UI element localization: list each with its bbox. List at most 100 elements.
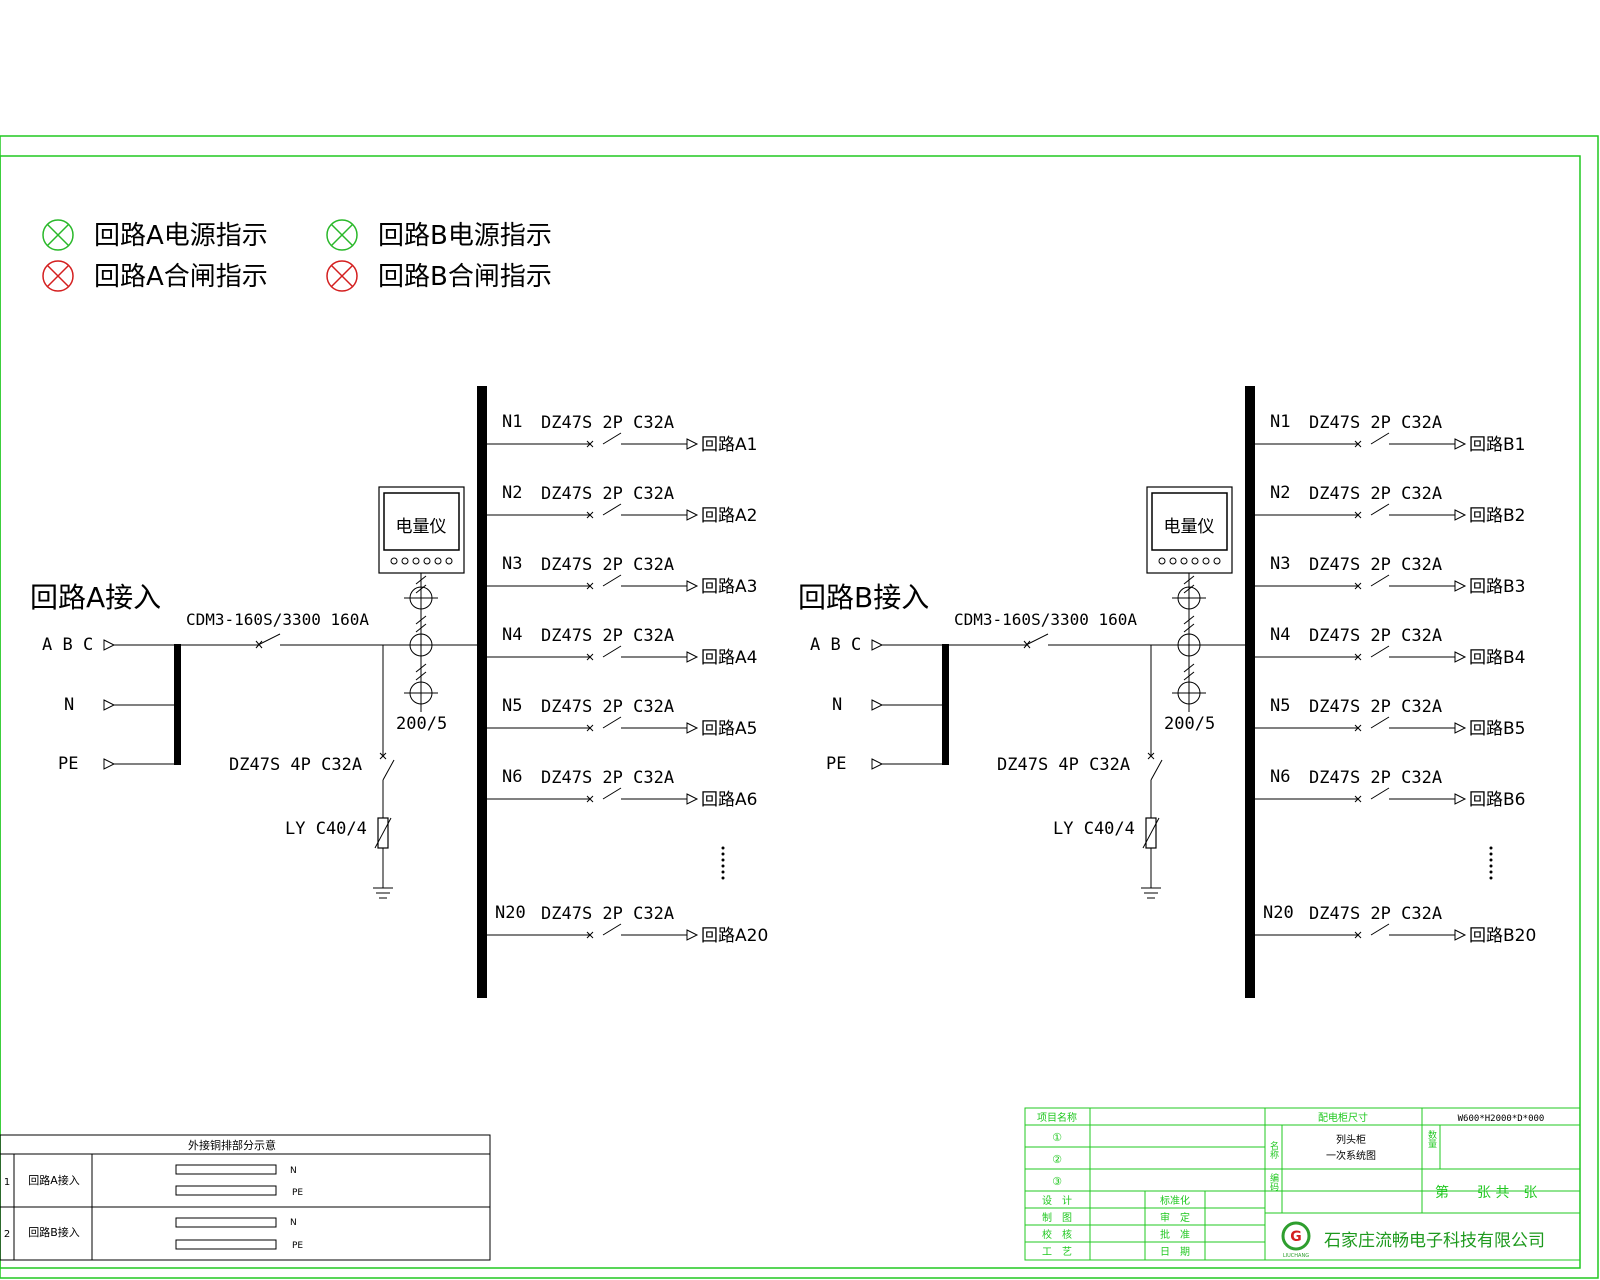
- output-terminal-icon: [1454, 929, 1467, 941]
- inner-frame: [0, 155, 1581, 1269]
- role-process: 工 艺: [1042, 1246, 1072, 1258]
- power-meter-icon: [378, 486, 465, 574]
- ct-ratio-label: 200/5: [1164, 714, 1215, 734]
- copper-row-name: 回路B接入: [28, 1226, 80, 1239]
- wire-hatch: [415, 575, 427, 585]
- branch-breaker-contact: [602, 645, 622, 658]
- ellipsis-dot: [721, 864, 725, 868]
- svg-text:G: G: [1290, 1229, 1302, 1245]
- output-terminal-icon: [1454, 651, 1467, 663]
- legend-label: 回路A合闸指示: [94, 262, 268, 292]
- output-terminal-icon: [1454, 793, 1467, 805]
- branch-breaker-label: DZ47S 2P C32A: [541, 555, 674, 575]
- branch-breaker-label: DZ47S 2P C32A: [541, 484, 674, 504]
- legend-item-b-close: 回路B合闸指示: [326, 260, 552, 292]
- legend-item-a-power: 回路A电源指示: [42, 219, 268, 251]
- branch-id: N6: [1270, 767, 1290, 787]
- output-terminal-icon: [1454, 438, 1467, 450]
- output-terminal-icon: [1454, 722, 1467, 734]
- ellipsis-dot: [1489, 870, 1493, 874]
- name-value-2: 一次系统图: [1326, 1149, 1376, 1162]
- branch-id: N3: [502, 554, 522, 574]
- sheet-count: 第 张 共 张: [1435, 1184, 1537, 1201]
- varistor-mark: [374, 817, 392, 849]
- input-busbar: [942, 644, 949, 765]
- ellipsis-dot: [1489, 864, 1493, 868]
- output-terminal-icon: [686, 793, 699, 805]
- wire-hatch: [1183, 663, 1195, 673]
- input-terminal-icon: [103, 639, 116, 651]
- role-review: 审 定: [1160, 1211, 1190, 1224]
- branch-id: N1: [1270, 412, 1290, 432]
- circuit-title: 回路B接入: [798, 581, 929, 614]
- ellipsis-dot: [721, 870, 725, 874]
- company-logo-icon: G LIUCHANG: [1281, 1221, 1311, 1259]
- name-label: 名称: [1268, 1140, 1279, 1160]
- meter-button-icon: [1202, 557, 1210, 565]
- branch-id: N4: [502, 625, 522, 645]
- branch-breaker-contact: [1370, 716, 1390, 729]
- company-name: 石家庄流畅电子科技有限公司: [1324, 1231, 1545, 1251]
- input-busbar: [174, 644, 181, 765]
- branch-output-label: 回路B3: [1469, 577, 1525, 597]
- branch-output-label: 回路B20: [1469, 926, 1536, 946]
- breaker-x-mark: [1023, 640, 1031, 649]
- indicator-lamp-icon: [42, 260, 74, 292]
- branch-breaker-contact: [1370, 923, 1390, 936]
- breaker-x-mark: [1354, 511, 1362, 519]
- project-name-label: 项目名称: [1037, 1111, 1077, 1124]
- branch-id: N20: [1263, 903, 1294, 923]
- copper-row-no: 2: [4, 1229, 10, 1240]
- phase-label: N: [64, 695, 74, 715]
- ct-ratio-label: 200/5: [396, 714, 447, 734]
- role-date: 日 期: [1160, 1246, 1190, 1258]
- outer-frame: [0, 135, 1599, 1279]
- wire-hatch: [1183, 584, 1195, 594]
- breaker-x-mark: [1354, 653, 1362, 661]
- spd-label: LY C40/4: [285, 819, 367, 839]
- meter-display: [1151, 492, 1228, 551]
- phase-label: A B C: [42, 635, 93, 655]
- breaker-x-mark: [586, 795, 594, 803]
- branch-breaker-contact: [1370, 645, 1390, 658]
- output-terminal-icon: [1454, 580, 1467, 592]
- meter-button-icon: [401, 557, 409, 565]
- meter-button-icon: [434, 557, 442, 565]
- role-approve: 批 准: [1160, 1228, 1190, 1241]
- branch-id: N2: [1270, 483, 1290, 503]
- branch-breaker-label: DZ47S 2P C32A: [1309, 413, 1442, 433]
- breaker-x-mark: [586, 724, 594, 732]
- branch-breaker-label: DZ47S 2P C32A: [1309, 768, 1442, 788]
- branch-output-label: 回路B1: [1469, 435, 1525, 455]
- input-terminal-icon: [103, 699, 116, 711]
- branch-output-label: 回路B6: [1469, 790, 1525, 810]
- project-row-3: ③: [1052, 1175, 1062, 1188]
- main-breaker-label: CDM3-160S/3300 160A: [186, 610, 369, 629]
- wire-hatch: [415, 584, 427, 594]
- logo-text: LIUCHANG: [1283, 1253, 1309, 1259]
- branch-id: N2: [502, 483, 522, 503]
- output-terminal-icon: [1454, 509, 1467, 521]
- output-terminal-icon: [686, 929, 699, 941]
- output-terminal-icon: [686, 580, 699, 592]
- indicator-lamp-icon: [326, 260, 358, 292]
- legend-label: 回路B电源指示: [378, 221, 552, 251]
- meter-button-icon: [1180, 557, 1188, 565]
- ellipsis-dot: [721, 876, 725, 880]
- breaker-x-mark: [1354, 440, 1362, 448]
- main-busbar: [477, 386, 487, 998]
- legend-label: 回路B合闸指示: [378, 262, 552, 292]
- cabinet-size-value: W600*H2000*D*000: [1458, 1114, 1545, 1124]
- wire-hatch: [1183, 623, 1195, 633]
- branch-output-label: 回路A4: [701, 648, 757, 668]
- breaker-x-mark: [1354, 931, 1362, 939]
- spd-breaker-contact: [382, 759, 395, 781]
- breaker-x-mark: [379, 752, 387, 760]
- branch-id: N20: [495, 903, 526, 923]
- branch-id: N6: [502, 767, 522, 787]
- branch-breaker-contact: [602, 574, 622, 587]
- branch-breaker-contact: [1370, 574, 1390, 587]
- ellipsis-dot: [1489, 858, 1493, 862]
- branch-breaker-label: DZ47S 2P C32A: [1309, 626, 1442, 646]
- meter-button-icon: [412, 557, 420, 565]
